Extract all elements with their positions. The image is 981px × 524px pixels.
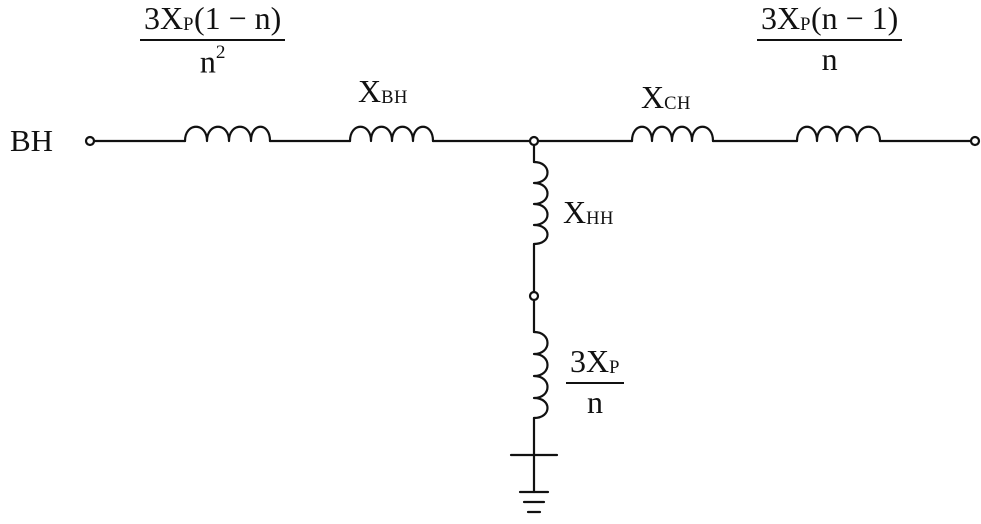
- label-x-ch-main: X: [641, 79, 665, 115]
- inductor-ch: [630, 125, 715, 143]
- fraction-left-coef: 3X: [144, 0, 184, 36]
- ground-symbol: [509, 453, 559, 514]
- label-x-bh-main: X: [358, 73, 382, 109]
- label-x-ch-sub: СН: [664, 92, 691, 114]
- right-terminal: [969, 135, 981, 147]
- label-x-hh-sub: НН: [586, 207, 614, 229]
- inductor-right-transfer: [795, 125, 882, 143]
- fraction-right-denominator: n: [821, 40, 838, 77]
- fraction-right-transfer: 3XP(n − 1) n: [757, 0, 903, 77]
- fraction-left-numerator: 3XP(1 − n): [140, 0, 286, 41]
- fraction-left-den-base: n: [199, 42, 216, 79]
- fraction-bottom-numerator: 3XP: [566, 343, 624, 384]
- inductor-bottom: [532, 330, 549, 420]
- label-x-ch: XСН: [641, 81, 691, 113]
- mid-node: [528, 290, 540, 302]
- label-x-hh: XНН: [563, 196, 614, 228]
- fraction-right-coef: 3X: [761, 0, 801, 36]
- label-x-bh-sub: ВН: [381, 86, 408, 108]
- label-x-bh: XВН: [358, 75, 408, 107]
- label-x-hh-main: X: [563, 194, 587, 230]
- fraction-left-sub: P: [183, 13, 194, 35]
- left-terminal: [84, 135, 96, 147]
- inductor-bh: [348, 125, 435, 143]
- fraction-left-den-exp: 2: [215, 41, 226, 63]
- fraction-bottom-sub: P: [609, 356, 620, 378]
- fraction-left-tail: (1 − n): [193, 0, 282, 36]
- fraction-right-numerator: 3XP(n − 1): [757, 0, 903, 41]
- inductor-left-transfer: [183, 125, 272, 143]
- fraction-right-tail: (n − 1): [810, 0, 899, 36]
- junction-node: [528, 135, 540, 147]
- fraction-bottom-denominator: n: [586, 383, 603, 420]
- fraction-bottom: 3XP n: [566, 343, 624, 420]
- fraction-left-denominator: n2: [200, 41, 226, 79]
- fraction-left-transfer: 3XP(1 − n) n2: [140, 0, 286, 79]
- terminal-label-hv: ВН: [10, 123, 54, 158]
- inductor-hh: [532, 160, 549, 246]
- fraction-right-sub: P: [800, 13, 811, 35]
- fraction-bottom-coef: 3X: [570, 343, 610, 379]
